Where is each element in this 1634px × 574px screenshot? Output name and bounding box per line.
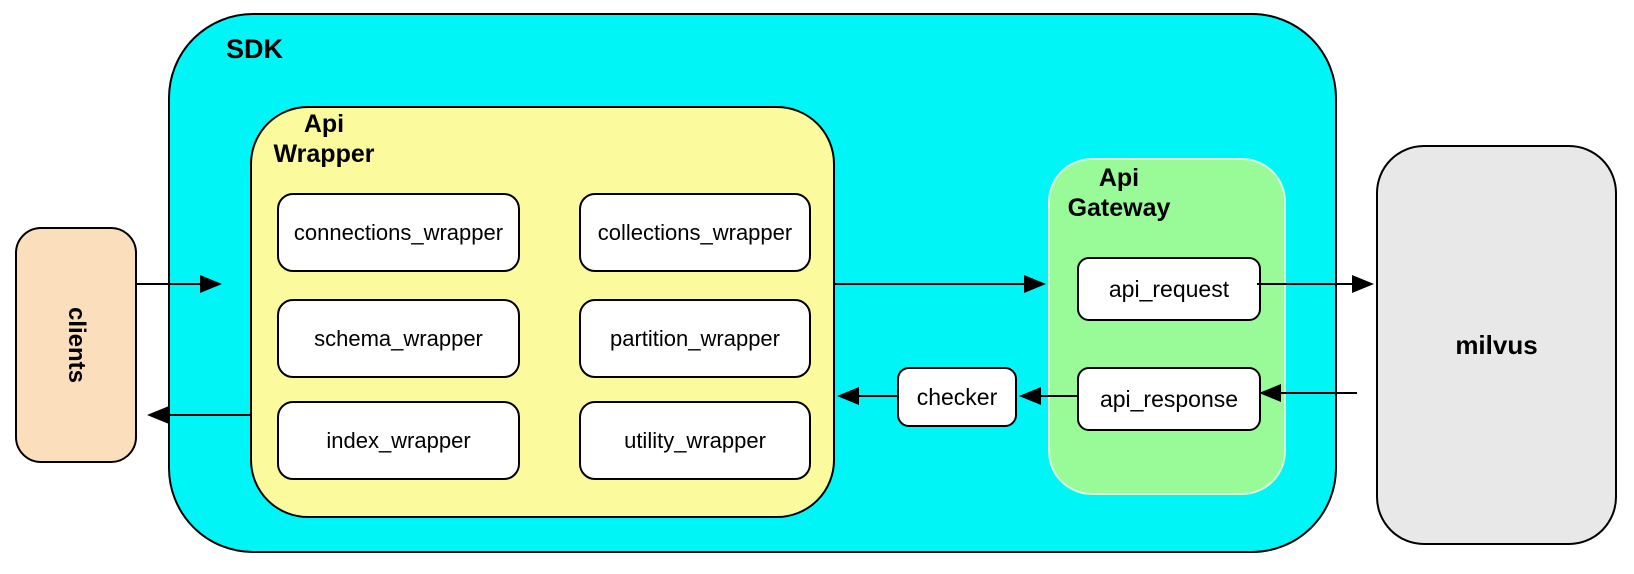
utility-wrapper-node: utility_wrapper: [579, 401, 811, 480]
connections-wrapper-label: connections_wrapper: [293, 219, 504, 245]
api-request-label: api_request: [1108, 275, 1230, 302]
collections-wrapper-label: collections_wrapper: [597, 219, 793, 245]
arrow-wrapper-to-clients: [147, 406, 250, 424]
arrow-shaft: [137, 283, 202, 285]
arrow-shaft: [167, 414, 250, 416]
arrow-shaft: [1039, 395, 1077, 397]
api-gateway-label: Api Gateway: [1067, 164, 1171, 222]
arrow-shaft: [1257, 283, 1354, 285]
utility-wrapper-label: utility_wrapper: [624, 427, 766, 453]
checker-label: checker: [916, 383, 998, 410]
arrowhead-left-icon: [1019, 387, 1041, 405]
partition-wrapper-node: partition_wrapper: [579, 299, 811, 378]
arrowhead-right-icon: [1352, 275, 1374, 293]
partition-wrapper-label: partition_wrapper: [610, 325, 780, 351]
api-wrapper-label: Api Wrapper: [273, 110, 375, 168]
arrow-response-to-checker: [1019, 387, 1077, 405]
index-wrapper-label: index_wrapper: [326, 427, 471, 453]
arrowhead-left-icon: [147, 406, 169, 424]
api-response-label: api_response: [1099, 385, 1239, 412]
api-request-node: api_request: [1077, 257, 1261, 321]
arrowhead-right-icon: [200, 275, 222, 293]
schema-wrapper-node: schema_wrapper: [277, 299, 520, 378]
arrowhead-left-icon: [837, 387, 859, 405]
collections-wrapper-node: collections_wrapper: [579, 193, 811, 272]
arrow-shaft: [835, 283, 1026, 285]
connections-wrapper-node: connections_wrapper: [277, 193, 520, 272]
arrowhead-left-icon: [1259, 384, 1281, 402]
clients-node: clients: [15, 227, 137, 463]
arrow-request-to-milvus: [1257, 275, 1374, 293]
arrow-wrapper-to-gateway: [835, 275, 1046, 293]
schema-wrapper-label: schema_wrapper: [314, 325, 483, 351]
clients-label: clients: [63, 306, 90, 384]
sdk-label: SDK: [226, 34, 284, 64]
milvus-label: milvus: [1455, 329, 1538, 360]
milvus-node: milvus: [1376, 145, 1617, 545]
checker-node: checker: [897, 367, 1017, 427]
arrow-shaft: [1279, 392, 1357, 394]
index-wrapper-node: index_wrapper: [277, 401, 520, 480]
api-response-node: api_response: [1077, 367, 1261, 431]
arrow-checker-to-wrapper: [837, 387, 897, 405]
arrow-milvus-to-response: [1259, 384, 1357, 402]
arrow-shaft: [857, 395, 897, 397]
arrow-clients-to-sdk: [137, 275, 222, 293]
arrowhead-right-icon: [1024, 275, 1046, 293]
api-gateway-container: [1048, 158, 1286, 495]
